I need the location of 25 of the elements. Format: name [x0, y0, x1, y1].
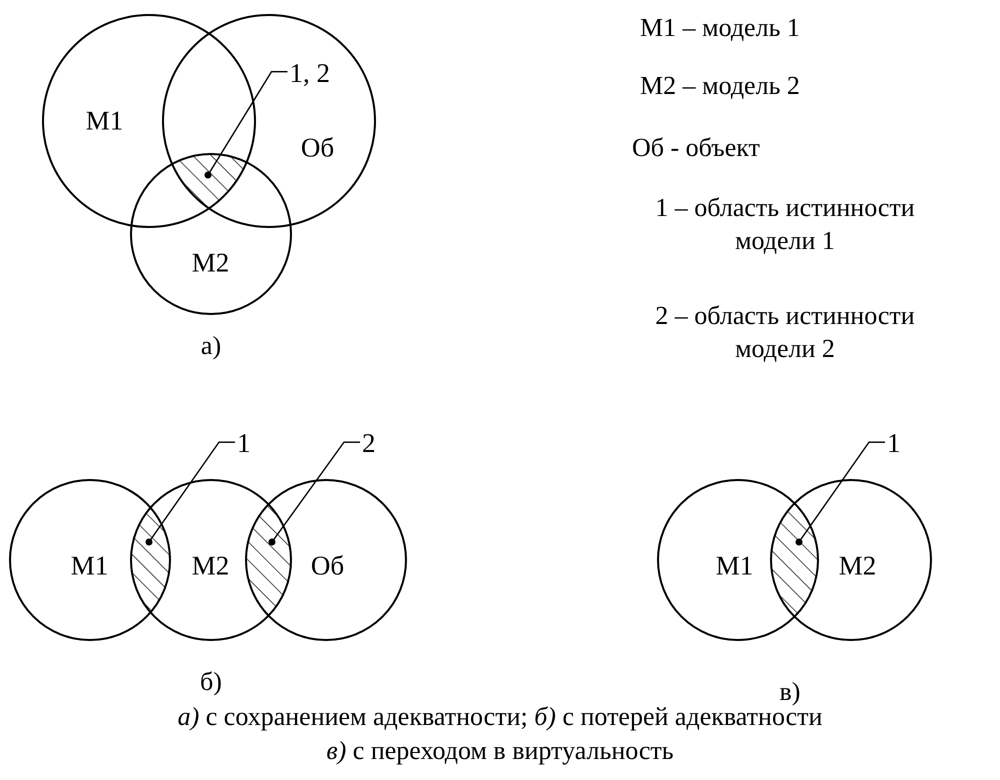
legend-text: 1 – область истинности модели 1: [654, 192, 916, 256]
panel-label: а): [200, 330, 222, 362]
circle-label: Об: [310, 552, 344, 579]
leader-line: [204, 70, 288, 178]
panel-label: б): [200, 666, 222, 698]
leader-line: [796, 441, 885, 546]
circle-label: М2: [838, 552, 876, 579]
callout-number: 2: [362, 430, 376, 457]
circle-label: М1: [86, 107, 124, 134]
legend-text: 2 – область истинности модели 2: [654, 300, 916, 364]
hatched-region: [245, 503, 292, 617]
callout-number: 1, 2: [290, 60, 330, 86]
legend-text: Об - объект: [632, 132, 760, 164]
circle-label: М1: [70, 552, 108, 579]
circle-label: Об: [300, 134, 334, 161]
panel-label: в): [780, 676, 800, 708]
circle-label: М2: [192, 249, 230, 276]
leader-line: [268, 441, 360, 546]
legend-text: М2 – модель 2: [640, 70, 800, 102]
callout-number: 1: [237, 430, 250, 457]
circle-label: М1: [716, 552, 754, 579]
circle-label: М2: [192, 552, 230, 579]
callout-number: 1: [887, 430, 900, 457]
leader-line: [146, 441, 235, 546]
legend-text: М1 – модель 1: [640, 12, 800, 44]
